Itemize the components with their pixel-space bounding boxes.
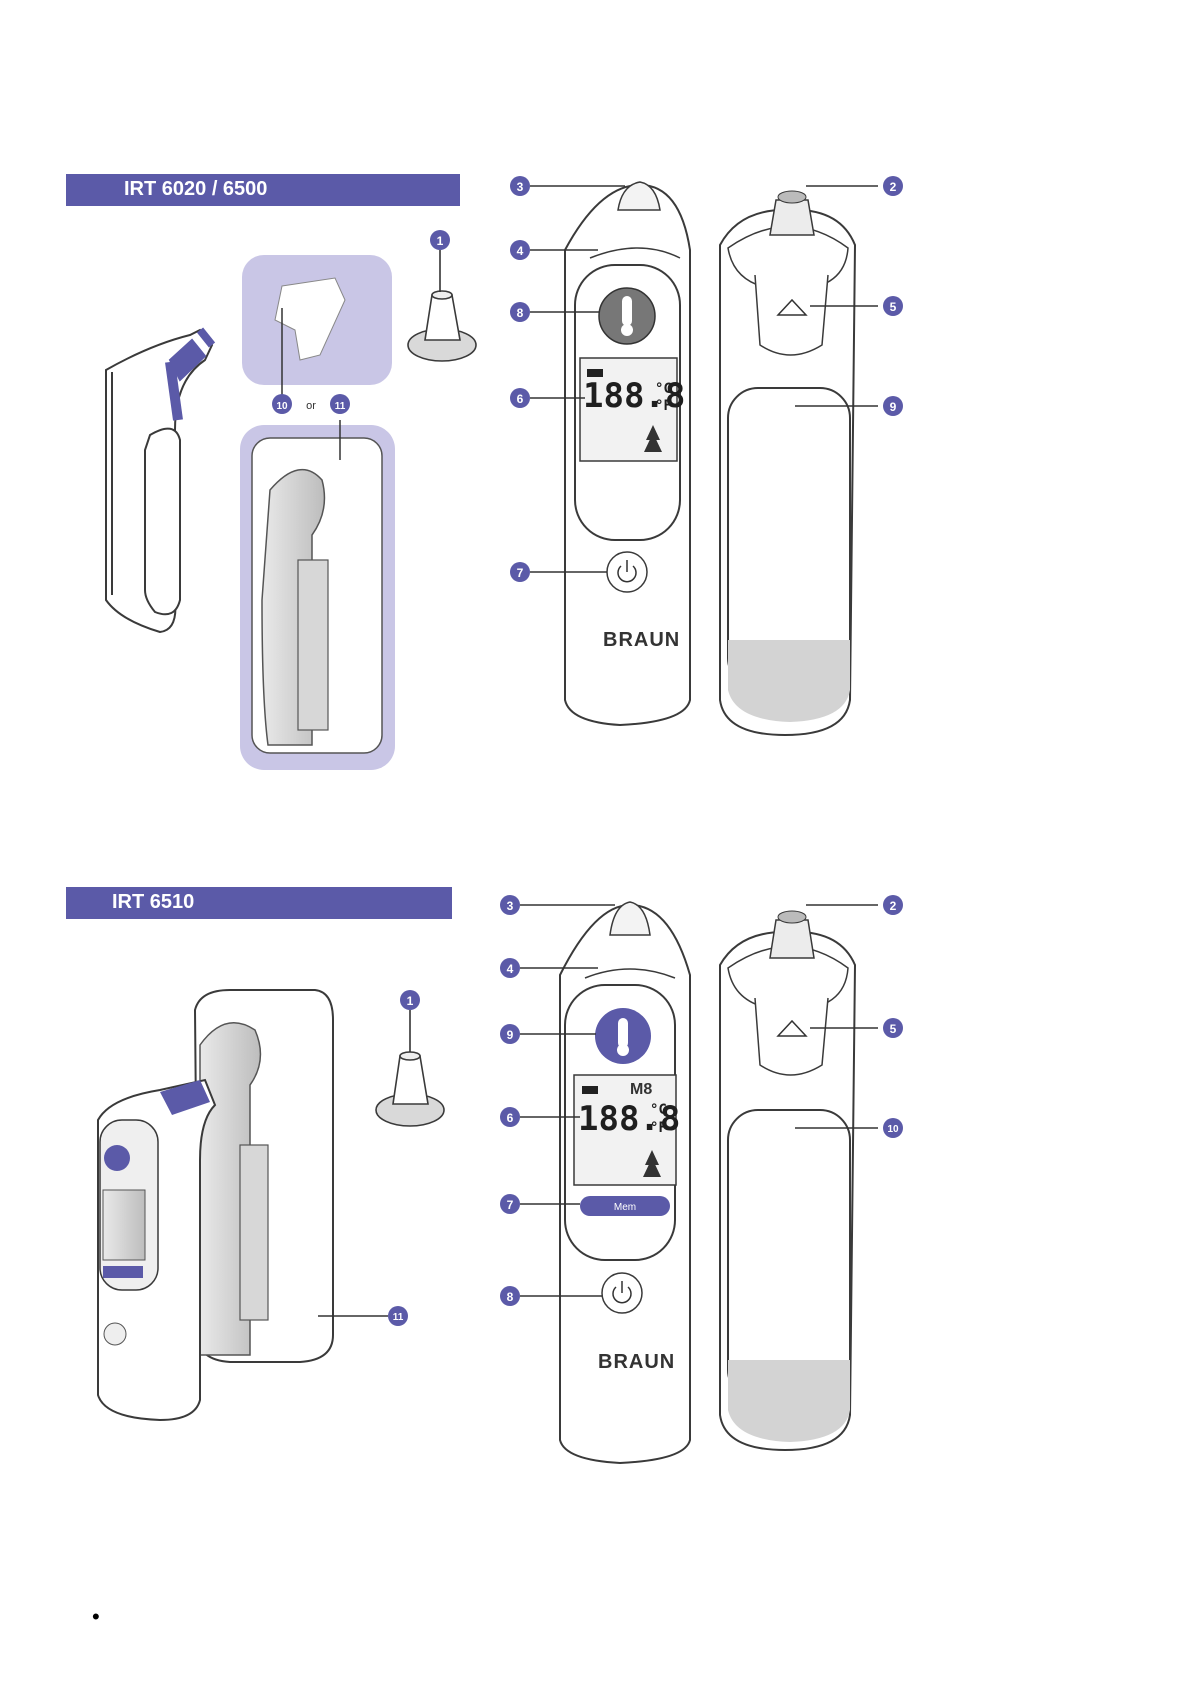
svg-text:4: 4: [517, 244, 524, 258]
storage-case-panel: [240, 420, 395, 770]
svg-text:5: 5: [890, 300, 897, 314]
display-unit-c-2: °C: [650, 1102, 667, 1118]
thermometer-in-case-2: [98, 990, 388, 1420]
display-unit-f-1: °F: [655, 398, 672, 414]
probe-cover-2: [376, 1010, 444, 1126]
svg-text:11: 11: [393, 1312, 404, 1323]
lens-filter-panel: [242, 255, 392, 385]
svg-text:8: 8: [517, 306, 524, 320]
svg-text:10: 10: [887, 1124, 899, 1135]
thermometer-front-view-2: [560, 902, 690, 1463]
brand-logo-2: BRAUN: [598, 1351, 675, 1373]
thermometer-back-view-1: [720, 191, 855, 735]
svg-text:10: 10: [276, 401, 288, 412]
svg-text:3: 3: [507, 899, 514, 913]
svg-text:7: 7: [517, 566, 524, 580]
svg-text:9: 9: [890, 400, 897, 414]
display-mode-label: M8: [630, 1081, 652, 1098]
svg-text:6: 6: [507, 1111, 514, 1125]
svg-text:1: 1: [437, 234, 444, 248]
list-bullet: •: [92, 1604, 100, 1630]
brand-logo-1: BRAUN: [603, 629, 680, 651]
svg-text:1: 1: [407, 994, 414, 1008]
svg-text:2: 2: [890, 180, 897, 194]
svg-text:11: 11: [335, 401, 346, 412]
svg-text:7: 7: [507, 1198, 514, 1212]
or-label: or: [306, 400, 316, 412]
probe-cover-1: [408, 250, 476, 361]
display-unit-c-1: °C: [655, 381, 672, 397]
svg-text:3: 3: [517, 180, 524, 194]
svg-text:2: 2: [890, 899, 897, 913]
svg-text:8: 8: [507, 1290, 514, 1304]
thermometer-back-view-2: [720, 911, 855, 1450]
display-unit-f-2: °F: [650, 1120, 667, 1136]
thermometer-side-view-1: [106, 330, 212, 632]
svg-text:4: 4: [507, 962, 514, 976]
svg-text:9: 9: [507, 1028, 514, 1042]
mem-button-label: Mem: [614, 1202, 636, 1213]
svg-text:5: 5: [890, 1022, 897, 1036]
svg-text:6: 6: [517, 392, 524, 406]
